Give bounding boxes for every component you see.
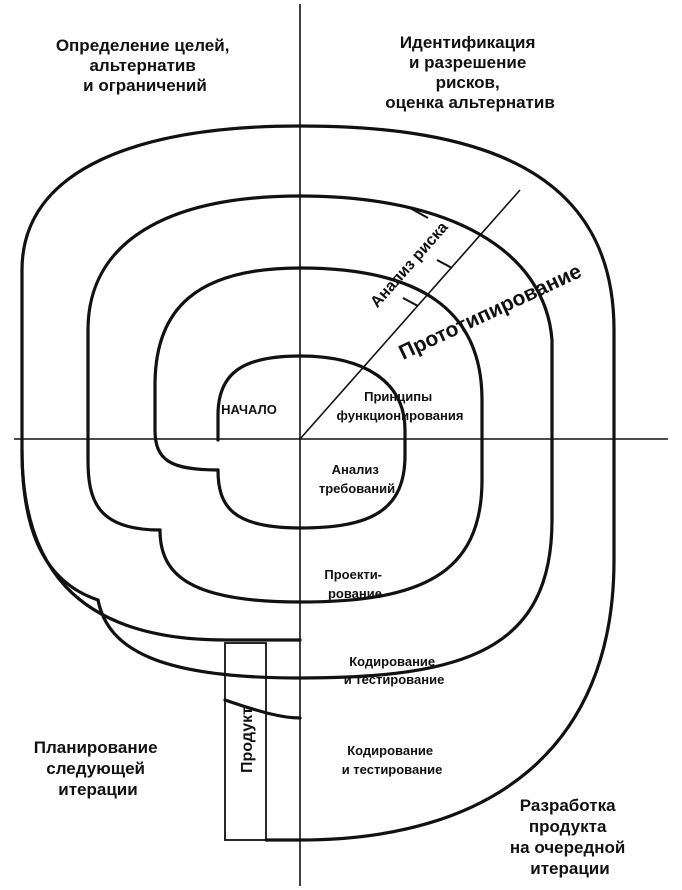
stage-coding-1: Кодирование и тестирование bbox=[344, 654, 445, 687]
quadrant-bottom-left: Планирование следующей итерации bbox=[34, 738, 163, 799]
prototyping-label: Прототипирование bbox=[395, 260, 585, 365]
risk-tick-2 bbox=[436, 259, 453, 269]
risk-analysis-label: Анализ риска bbox=[368, 219, 452, 311]
stage-coding-2: Кодирование и тестирование bbox=[342, 743, 443, 777]
quadrant-top-left: Определение целей, альтернатив и огранич… bbox=[56, 36, 234, 95]
start-label: НАЧАЛО bbox=[221, 402, 277, 417]
spiral-tail-left bbox=[20, 448, 302, 642]
spiral-tail-product bbox=[223, 698, 302, 720]
spiral-turn-1 bbox=[216, 354, 407, 530]
quadrant-bottom-right: Разработка продукта на очередной итераци… bbox=[510, 796, 630, 878]
spiral-turn-3 bbox=[86, 194, 554, 680]
risk-tick-1 bbox=[402, 297, 419, 307]
spiral-turn-2 bbox=[153, 266, 484, 604]
product-box bbox=[224, 642, 267, 841]
product-label: Продукт bbox=[239, 707, 256, 773]
diagonal-line bbox=[299, 189, 521, 440]
risk-tick-3 bbox=[409, 207, 429, 219]
stage-principles: Принципы функционирования bbox=[337, 389, 464, 423]
quadrant-top-right: Идентификация и разрешение рисков, оценк… bbox=[385, 33, 555, 112]
stage-requirements: Анализ требований bbox=[319, 462, 395, 496]
stage-design: Проекти- рование bbox=[324, 567, 385, 601]
